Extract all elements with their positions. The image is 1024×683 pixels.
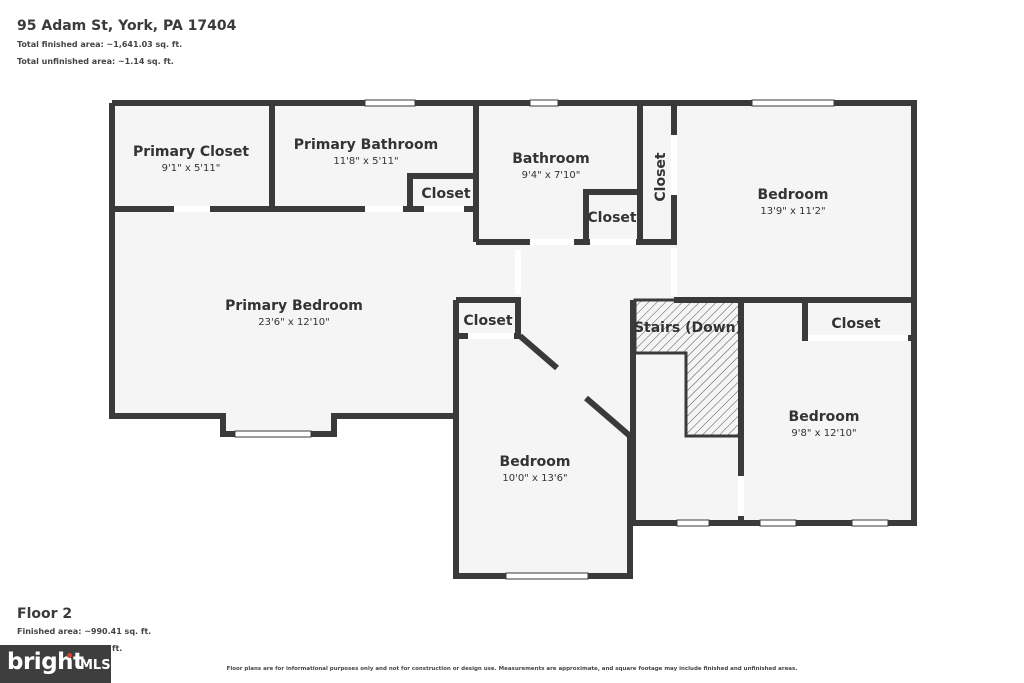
bright-mls-logo: bright MLS: [0, 645, 111, 683]
room-name-primary-bedroom: Primary Bedroom: [225, 298, 363, 314]
floor-unfinished-area-partial: ft.: [112, 644, 123, 653]
room-name-primary-closet: Primary Closet: [133, 144, 249, 160]
room-name-primary-bathroom: Primary Bathroom: [294, 137, 438, 153]
total-unfinished-area: Total unfinished area: ~1.14 sq. ft.: [17, 57, 174, 66]
floor-fill: [112, 103, 914, 576]
door-openings: [174, 135, 908, 516]
room-dim-primary-bathroom: 11'8" x 5'11": [333, 156, 398, 167]
floor-finished-area: Finished area: ~990.41 sq. ft.: [17, 627, 152, 636]
total-finished-area: Total finished area: ~1,641.03 sq. ft.: [17, 40, 183, 49]
room-name-hall-closet: Closet: [653, 152, 669, 202]
logo-text: bright: [7, 649, 84, 675]
property-address: 95 Adam St, York, PA 17404: [17, 18, 237, 34]
logo-dot-icon: [67, 653, 72, 658]
room-name-bedroom-se: Bedroom: [789, 409, 860, 425]
windows: [234, 99, 889, 580]
room-name-bath-closet: Closet: [421, 186, 471, 202]
room-name-bedroom-ne: Bedroom: [758, 187, 829, 203]
room-dim-bedroom-s: 10'0" x 13'6": [502, 473, 567, 484]
room-name-bathroom-closet: Closet: [587, 210, 637, 226]
room-dim-bedroom-se: 9'8" x 12'10": [791, 428, 856, 439]
room-dim-bedroom-ne: 13'9" x 11'2": [760, 206, 825, 217]
room-name-center-closet: Closet: [463, 313, 513, 329]
room-dim-primary-closet: 9'1" x 5'11": [162, 163, 221, 174]
room-name-bedroom-s: Bedroom: [500, 454, 571, 470]
room-name-bathroom: Bathroom: [512, 151, 590, 167]
room-dim-bathroom: 9'4" x 7'10": [522, 170, 581, 181]
room-name-stairs: Stairs (Down): [634, 320, 742, 336]
logo-suffix: MLS: [80, 658, 111, 673]
disclaimer-text: Floor plans are for informational purpos…: [226, 666, 798, 672]
room-dim-primary-bedroom: 23'6" x 12'10": [258, 317, 330, 328]
floor-title: Floor 2: [17, 606, 73, 622]
room-name-se-closet: Closet: [831, 316, 881, 332]
